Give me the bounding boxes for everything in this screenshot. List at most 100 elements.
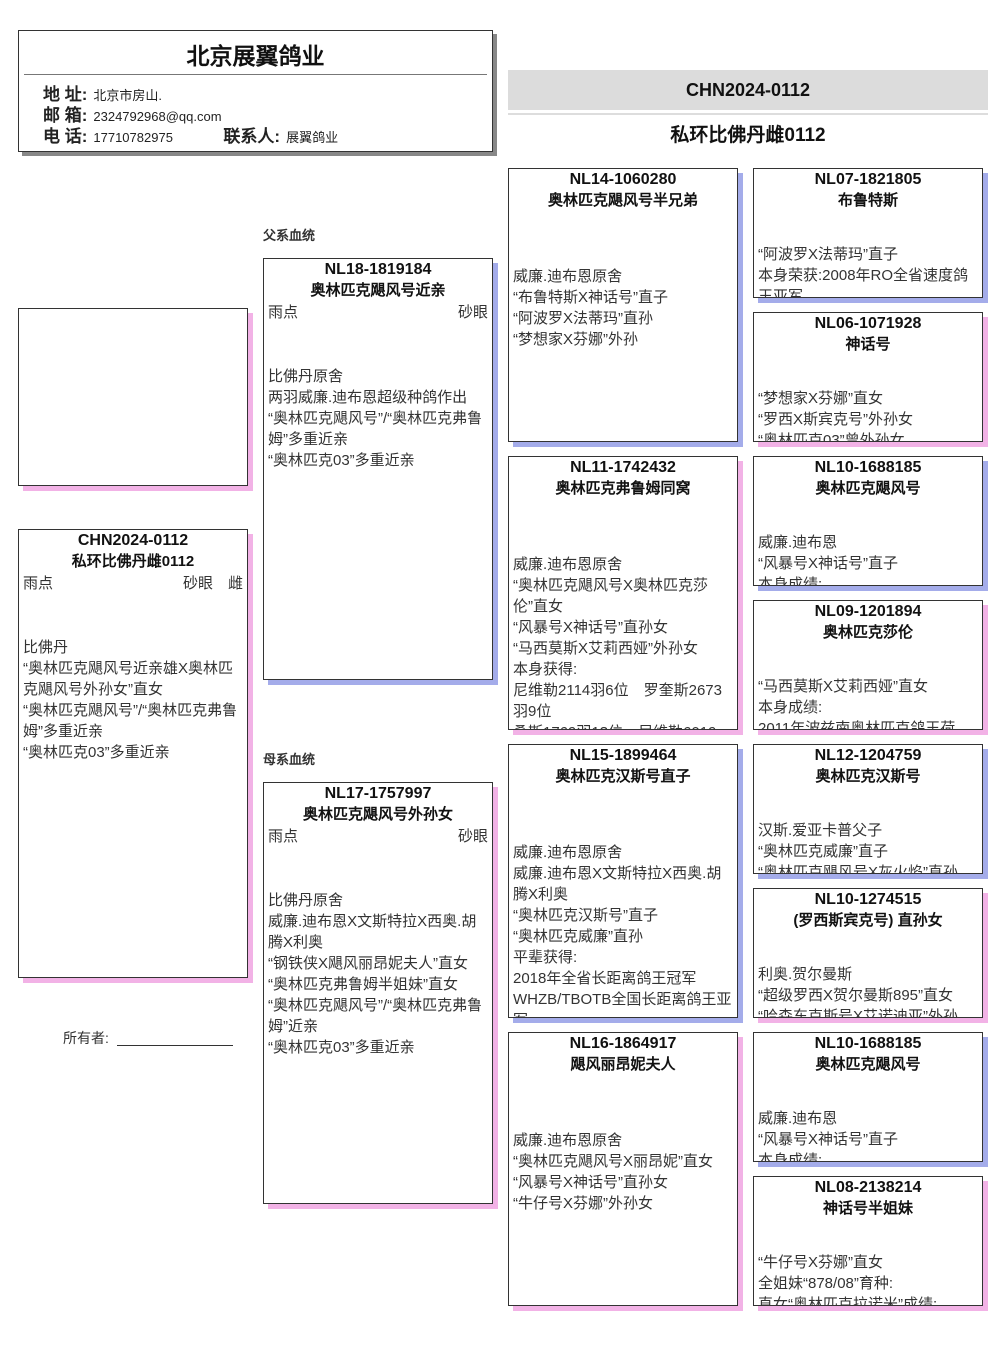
pedigree-notes: 比佛丹 “奥林匹克飓风号近亲雄X奥林匹克飓风号外孙女”直女 “奥林匹克飓风号”/“奥… [19,637,247,763]
note-line: “奥林匹克飓风号”/“奥林匹克弗鲁姆”多重近亲 [23,702,238,740]
note-line: “奥林匹克03”多重近亲 [23,744,170,761]
note-line: 2018年全省长距离鸽王冠军 [513,970,697,987]
note-line: “梦想家X芬娜”直女 [758,390,883,407]
note-line: 平辈获得: [513,949,578,966]
trait: 砂眼 [457,828,488,845]
note-line: 直女“奥林匹克拉诺米”成绩: [758,1296,938,1306]
phone-label: 电 话: [43,127,88,146]
note-line: 威廉.迪布恩 [758,1110,838,1127]
traits-row: 雨点砂眼 雌 [19,573,247,594]
ring-number: NL14-1060280 [569,171,677,188]
pigeon-name: 奥林匹克汉斯号直子 [555,768,691,785]
pedigree-notes: “马西莫斯X艾莉西娅”直女本身成绩: 2011年波兹南奥林匹克鸽王荷 [754,676,982,730]
note-line: 利奥.贺尔曼斯 [758,966,853,983]
trait: 雨点 [268,828,299,845]
pigeon-name: 布鲁特斯 [837,192,898,209]
note-line: “奥林匹克威廉”直子 [758,843,888,860]
note-line: “奥林匹克03”多重近亲 [268,1039,415,1056]
pigeon-name: (罗西斯宾克号) 直孙女 [793,912,943,929]
ring-number: NL11-1742432 [570,459,676,476]
pedigree-notes: 威廉.迪布恩原舍 “奥林匹克飓风号X奥林匹克莎伦”直女 “风暴号X神话号”直孙女 “马… [509,554,737,729]
email-value: 2324792968@qq.com [93,109,222,124]
pedigree-notes: 比佛丹原舍两羽威廉.迪布恩超级种鸽作出“奥林匹克飓风号”/“奥林匹克弗鲁姆”多重… [264,366,492,471]
note-line: 汉斯.爱亚卡普父子 [758,822,883,839]
note-line: 威廉.迪布恩原舍 [513,268,623,285]
pigeon-name: 奥林匹克莎伦 [822,624,913,641]
note-line: “风暴号X神话号”直子 [758,555,898,572]
traits-row: 雨点 砂眼 [264,302,492,323]
note-line: 威廉.迪布恩X文斯特拉X西奥.胡腾X利奥 [268,913,477,951]
sire-line-label: 父系血统 [263,228,316,243]
dam-line-label: 母系血统 [263,752,316,767]
note-line: “牛仔号X芬娜”外孙女 [513,1195,653,1212]
note-line: 比佛丹 [23,639,69,656]
pedigree-notes: 威廉.迪布恩“风暴号X神话号”直子本身成绩: [754,532,982,586]
pigeon-name: 奥林匹克飓风号半兄弟 [547,192,698,209]
note-line: 尼维勒2114羽6位 罗奎斯2673羽9位 [513,682,722,720]
note-line: “钢铁侠X飓风丽昂妮夫人”直女 [268,955,468,972]
pedigree-notes: “牛仔号X芬娜”直女全姐妹“878/08”育种:直女“奥林匹克拉诺米”成绩: [754,1252,982,1306]
pigeon-name-heading: 私环比佛丹雌0112 [670,125,826,146]
breeder-title: 北京展翼鸽业 [186,43,325,69]
ring-number: CHN2024-0112 [77,532,189,549]
pedigree-notes: “阿波罗X法蒂玛”直子本身荣获:2008年RO全省速度鸽王亚军 [754,244,982,298]
pigeon-name: 神话号 [845,336,891,353]
note-line: 比佛丹原舍 [268,368,344,385]
contact-value: 展翼鸽业 [286,130,339,145]
note-line: 本身成绩: [758,576,823,586]
note-line: 本身成绩: [758,699,823,716]
pigeon-name: 奥林匹克弗鲁姆同窝 [555,480,691,497]
note-line: “罗西X斯宾克号”外孙女 [758,411,913,428]
note-line: 本身成绩: [758,1152,823,1162]
pigeon-name: 奥林匹克飓风号外孙女 [302,806,453,823]
note-line: “哈森东克斯号X艾诺迪亚”外孙 [758,1008,958,1018]
pigeon-name: 飓风丽昂妮夫人 [570,1056,676,1073]
trait: 雨点 [268,304,299,321]
traits-row: 雨点 砂眼 [264,826,492,847]
note-line: “阿波罗X法蒂玛”直子 [758,246,898,263]
divider [24,74,487,75]
pedigree-notes: 威廉.迪布恩 “风暴号X神话号”直子本身成绩: [754,1108,982,1162]
note-line: “奥林匹克飓风号”/“奥林匹克弗鲁姆”近亲 [268,997,483,1035]
ring-number: NL10-1688185 [814,1035,922,1052]
address-row: 地 址: 北京市房山. [43,84,162,106]
pigeon-name: 奥林匹克飓风号 [815,1056,921,1073]
note-line: “风暴号X神话号”直孙女 [513,1174,668,1191]
note-line: “马西莫斯X艾莉西娅”直女 [758,678,928,695]
pedigree-notes: 汉斯.爱亚卡普父子“奥林匹克威廉”直子“奥林匹克飓风号X灰火焰”直孙 [754,820,982,873]
address-label: 地 址: [43,85,88,104]
note-line: “奥林匹克飓风号X奥林匹克莎伦”直女 [513,577,709,615]
ring-number: NL17-1757997 [324,785,432,802]
note-line: “奥林匹克弗鲁姆半姐妹”直女 [268,976,458,993]
pigeon-name: 奥林匹克汉斯号 [815,768,921,785]
note-line: “超级罗西X贺尔曼斯895”直女 [758,987,954,1004]
note-line: 威廉.迪布恩原舍 [513,556,623,573]
ring-number: NL06-1071928 [814,315,922,332]
note-line: 威廉.迪布恩原舍 [513,1132,623,1149]
ring-number: NL07-1821805 [814,171,922,188]
note-line: “奥林匹克飓风号近亲雄X奥林匹克飓风号外孙女”直女 [23,660,234,698]
note-line: “风暴号X神话号”直子 [758,1131,898,1148]
note-line: 2011年波兹南奥林匹克鸽王荷 [758,720,956,730]
note-line: 本身荣获:2008年RO全省速度鸽王亚军 [758,267,969,298]
pigeon-name: 神话号半姐妹 [822,1200,913,1217]
note-line: “风暴号X神话号”直孙女 [513,619,668,636]
pedigree-notes: 威廉.迪布恩原舍“布鲁特斯X神话号”直子“阿波罗X法蒂玛”直孙“梦想家X芬娜”外… [509,266,737,350]
trait: 雨点 [23,575,54,592]
ring-number: NL09-1201894 [814,603,922,620]
breeder-header: 北京展翼鸽业 地 址:北京市房山. 邮 箱:2324792968@qq.com … [18,30,493,152]
trait: 砂眼 [457,304,488,321]
phone-value: 17710782975 [93,130,173,145]
divider [508,113,988,115]
address-value: 北京市房山. [93,88,163,103]
note-line: 威廉.迪布恩X文斯特拉X西奥.胡腾X利奥 [513,865,722,903]
note-line: “马西莫斯X艾莉西娅”外孙女 [513,640,698,657]
pedigree-notes: 威廉.迪布恩原舍“奥林匹克飓风号X丽昂妮”直女“风暴号X神话号”直孙女“牛仔号X… [509,1130,737,1214]
